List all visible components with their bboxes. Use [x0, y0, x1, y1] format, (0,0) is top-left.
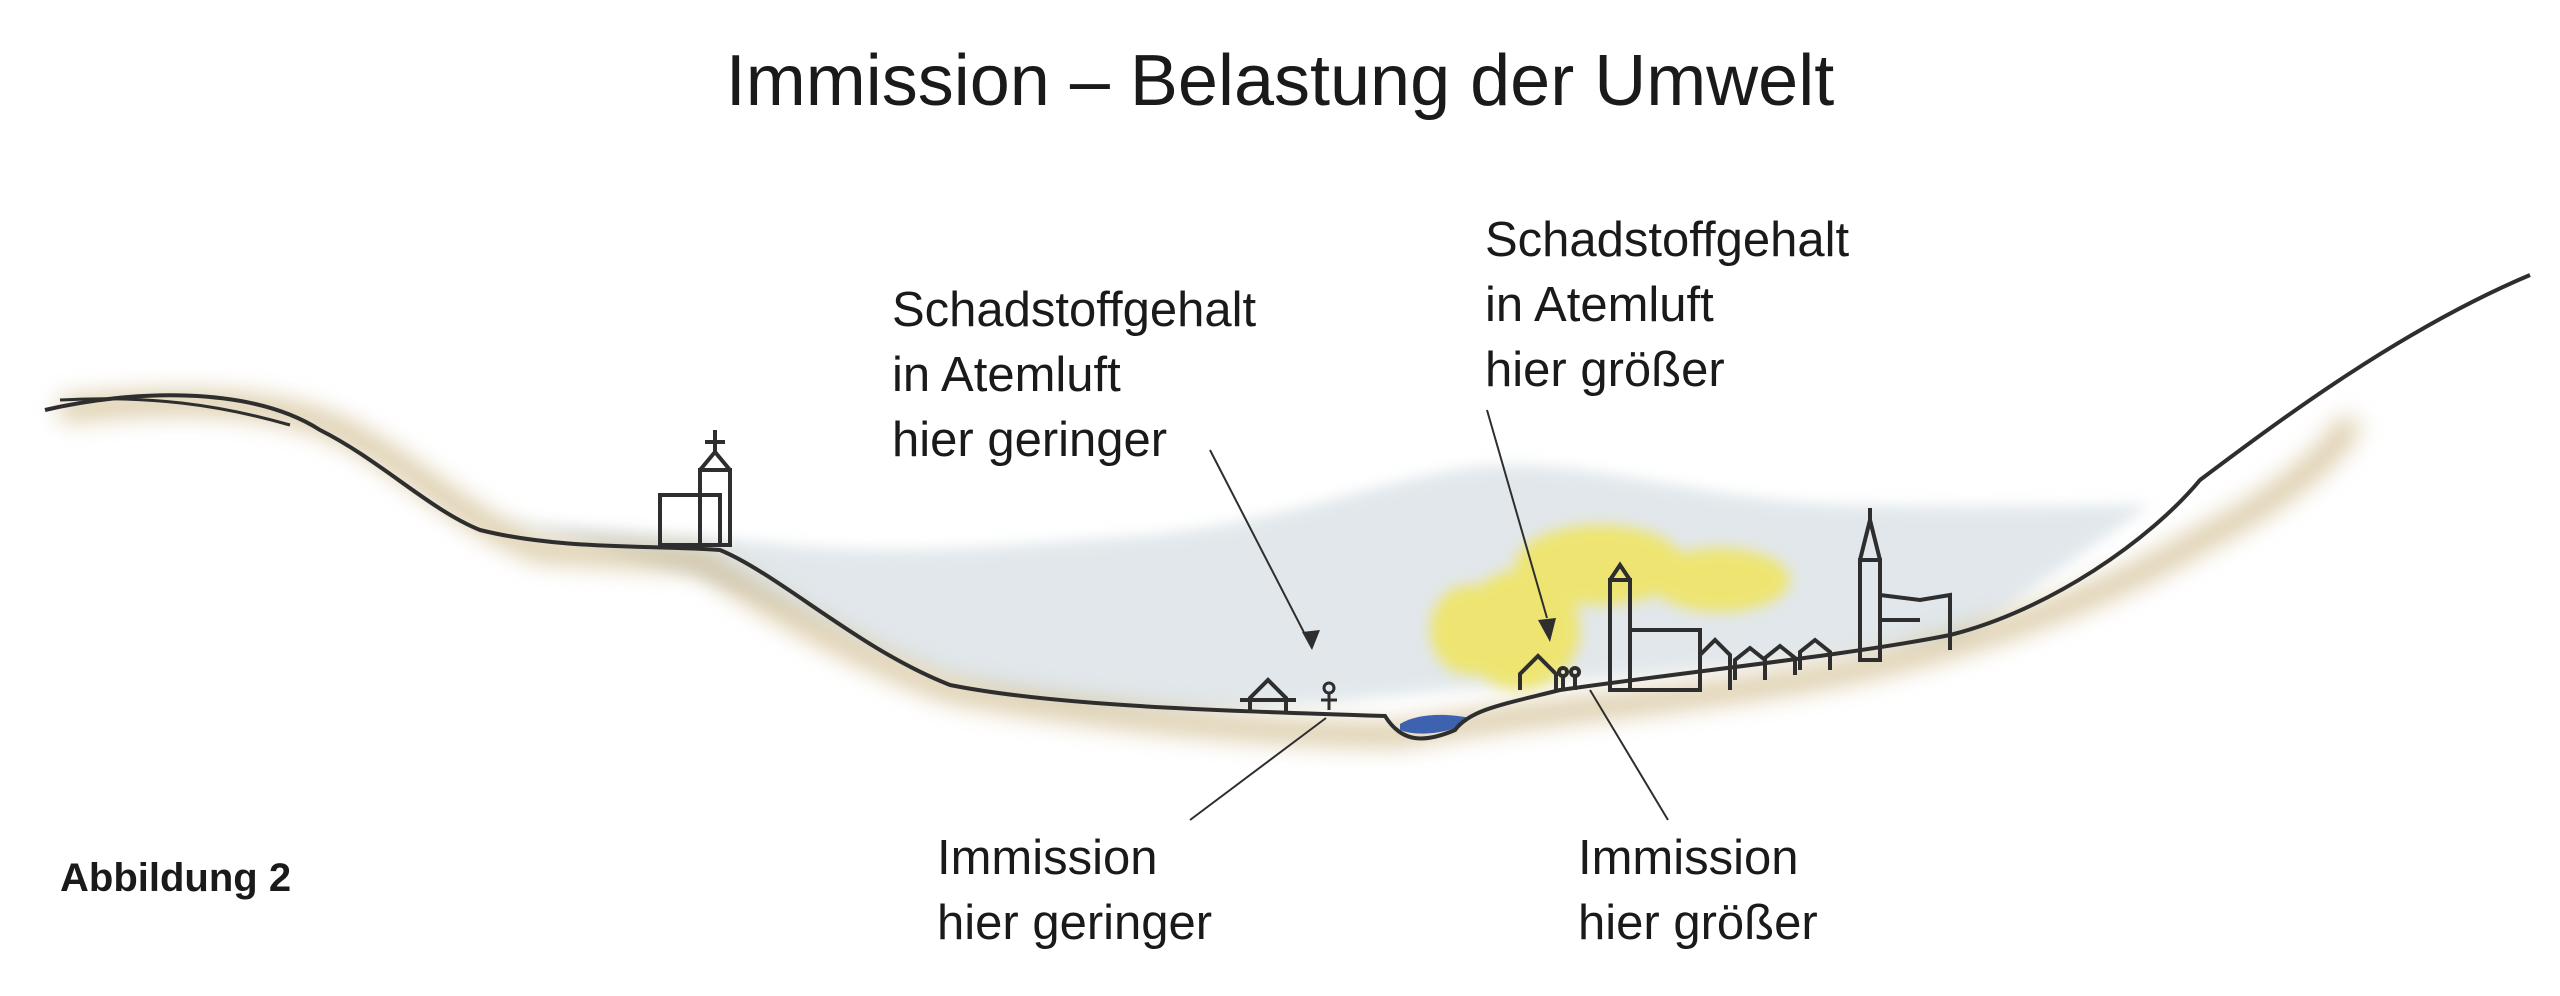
- town-buildings: [1518, 508, 1952, 692]
- label-imm-low-line2: hier geringer: [937, 896, 1213, 950]
- label-air-high-line3: hier größer: [1485, 343, 1725, 397]
- label-air-low-line1: Schadstoffgehalt: [892, 283, 1257, 337]
- arrow-head-high: [1538, 618, 1556, 642]
- label-imm-low-line1: Immission: [937, 831, 1158, 885]
- soil-shading: [58, 391, 2361, 747]
- label-air-low: Schadstoffgehalt in Atemluft hier gering…: [892, 278, 1256, 473]
- label-immission-high: Immission hier größer: [1578, 826, 1818, 956]
- label-air-low-line2: in Atemluft: [892, 348, 1121, 402]
- label-immission-low: Immission hier geringer: [937, 826, 1212, 956]
- label-air-high: Schadstoffgehalt in Atemluft hier größer: [1485, 208, 1849, 403]
- river-water: [1400, 714, 1470, 734]
- leader-lines: [1189, 409, 1669, 821]
- arrow-head-low: [1302, 630, 1320, 650]
- person-left: [1321, 681, 1337, 710]
- label-air-high-line2: in Atemluft: [1485, 278, 1714, 332]
- house-left: [1240, 677, 1296, 712]
- label-air-low-line3: hier geringer: [892, 413, 1168, 467]
- valley-haze: [500, 464, 2150, 712]
- smog-cloud: [1430, 525, 1790, 690]
- ground-line: [44, 273, 2531, 741]
- ridge-line: [59, 397, 291, 427]
- label-imm-high-line2: hier größer: [1578, 896, 1818, 950]
- page-title: Immission – Belastung der Umwelt: [725, 41, 1835, 121]
- label-air-high-line1: Schadstoffgehalt: [1485, 213, 1850, 267]
- figure-label: Abbildung 2: [60, 856, 292, 900]
- hill-chapel: [658, 430, 732, 547]
- label-imm-high-line1: Immission: [1578, 831, 1799, 885]
